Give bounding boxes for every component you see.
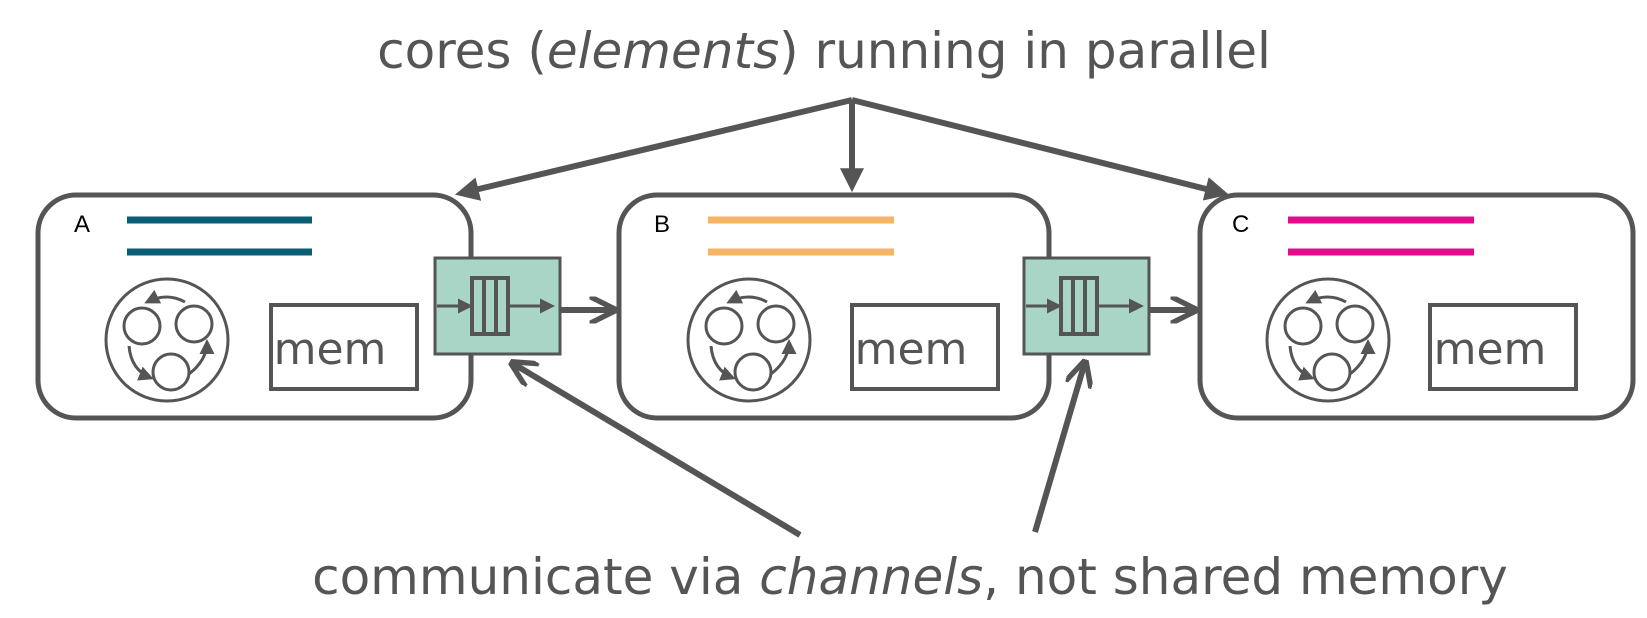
title-part: cores ( — [377, 22, 547, 80]
arrow-to-channel-a-b — [512, 363, 802, 538]
diagram-title: cores (elements) running in parallel — [377, 22, 1271, 80]
core-a: A mem — [35, 192, 474, 421]
title-emphasis: elements — [547, 22, 779, 80]
title-arrows — [454, 97, 1229, 201]
process-cycle-icon — [686, 277, 812, 403]
caption-arrows — [512, 362, 1085, 538]
caption-part: , not shared memory — [983, 548, 1508, 606]
channel-a-b — [433, 256, 614, 356]
arrow-to-core-c — [851, 97, 1229, 201]
arrow-to-channel-b-c — [1032, 362, 1085, 533]
diagram-caption: communicate via channels, not shared mem… — [312, 548, 1508, 606]
channel-b-c — [1022, 256, 1195, 356]
core-label: B — [654, 211, 670, 238]
caption-part: communicate via — [312, 548, 759, 606]
core-c: C mem — [1197, 192, 1636, 421]
title-part: ) running in parallel — [779, 22, 1271, 80]
process-cycle-icon — [104, 277, 230, 403]
caption-emphasis: channels — [759, 548, 983, 606]
core-label: A — [74, 211, 90, 238]
mem-box — [269, 303, 419, 391]
mem-label: mem — [1434, 324, 1547, 375]
mem-box — [850, 303, 1000, 391]
process-cycle-icon — [1265, 277, 1391, 403]
mem-box — [1428, 303, 1578, 391]
arrow-to-core-a — [454, 97, 853, 201]
mem-label: mem — [855, 324, 968, 375]
core-b: B mem — [616, 192, 1052, 421]
mem-label: mem — [274, 324, 387, 375]
core-label: C — [1232, 211, 1249, 238]
